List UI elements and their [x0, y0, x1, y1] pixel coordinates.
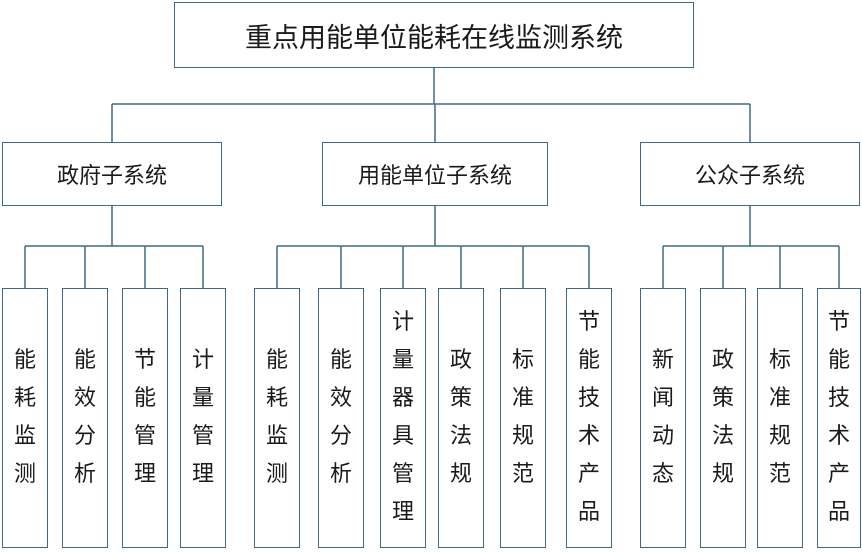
- module-label: 计量器具管理: [391, 310, 414, 525]
- subsystem-public: 公众子系统: [640, 142, 860, 206]
- module-box: 标准规范: [500, 288, 546, 548]
- module-label: 能效分析: [73, 348, 96, 487]
- module-label: 新闻动态: [651, 348, 674, 487]
- module-label: 标准规范: [511, 348, 534, 487]
- subsystem-government: 政府子系统: [2, 142, 222, 206]
- module-label: 标准规范: [768, 348, 791, 487]
- subsystem-label: 政府子系统: [56, 164, 167, 189]
- module-box: 计量管理: [180, 288, 226, 548]
- module-label: 能效分析: [329, 348, 352, 487]
- module-box: 新闻动态: [640, 288, 686, 548]
- module-box: 能耗监测: [2, 288, 48, 548]
- module-box: 能耗监测: [254, 288, 300, 548]
- module-box: 能效分析: [318, 288, 364, 548]
- module-label: 节能管理: [133, 348, 156, 487]
- subsystem-energy-unit: 用能单位子系统: [322, 142, 548, 206]
- module-box: 节能技术产品: [566, 288, 612, 548]
- module-label: 节能技术产品: [827, 310, 850, 525]
- module-label: 计量管理: [191, 348, 214, 487]
- subsystem-label: 公众子系统: [694, 164, 805, 189]
- module-box: 节能技术产品: [817, 288, 861, 548]
- root-node: 重点用能单位能耗在线监测系统: [174, 2, 694, 68]
- module-box: 政策法规: [700, 288, 746, 548]
- root-label: 重点用能单位能耗在线监测系统: [245, 22, 623, 54]
- module-box: 标准规范: [757, 288, 803, 548]
- module-label: 能耗监测: [265, 348, 288, 487]
- module-box: 政策法规: [438, 288, 484, 548]
- module-label: 能耗监测: [13, 348, 36, 487]
- module-label: 政策法规: [449, 348, 472, 487]
- module-box: 能效分析: [62, 288, 108, 548]
- module-label: 节能技术产品: [577, 310, 600, 525]
- subsystem-label: 用能单位子系统: [357, 164, 512, 189]
- module-box: 节能管理: [122, 288, 168, 548]
- module-box: 计量器具管理: [380, 288, 426, 548]
- module-label: 政策法规: [711, 348, 734, 487]
